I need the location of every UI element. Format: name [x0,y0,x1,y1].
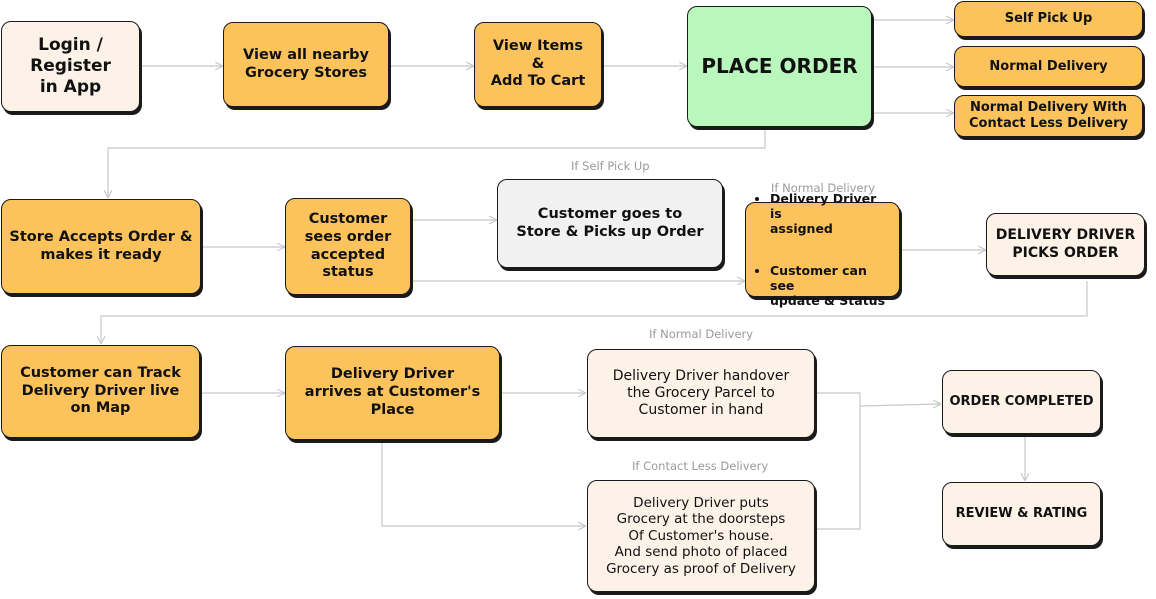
login-register-node: Login / Register in App [1,21,140,112]
place-order-node: PLACE ORDER [687,6,872,127]
driver-picks-node: DELIVERY DRIVER PICKS ORDER [986,213,1145,276]
view-stores-node: View all nearby Grocery Stores [223,22,389,107]
customer-sees-node: Customer sees order accepted status [285,198,411,295]
view-items-node: View Items & Add To Cart [474,22,602,107]
handover-node: Delivery Driver handover the Grocery Par… [587,349,815,438]
store-accepts-node: Store Accepts Order & makes it ready [1,199,201,294]
bullet-customer-sees-update: Customer can see update & Status [770,263,891,308]
arrow-driver-picks-to-track [101,281,1088,343]
customer-goes-node: Customer goes to Store & Picks up Order [497,179,723,268]
arrow-arrives-to-doorstep [381,441,585,526]
normal-contactless-node: Normal Delivery With Contact Less Delive… [954,95,1143,137]
arrow-merge-to-completed [859,404,940,406]
order-completed-node: ORDER COMPLETED [942,370,1101,434]
label-if-normal-delivery-row3: If Normal Delivery [649,327,754,341]
review-rating-node: REVIEW & RATING [942,482,1101,546]
normal-delivery-node: Normal Delivery [954,46,1143,87]
bullet-driver-assigned: Delivery Driver is assigned [770,191,891,236]
self-pickup-node: Self Pick Up [954,1,1143,37]
track-driver-node: Customer can Track Delivery Driver live … [1,345,200,438]
label-if-normal-delivery-row2: If Normal Delivery [771,181,876,195]
doorstep-node: Delivery Driver puts Grocery at the door… [587,480,815,592]
label-if-contactless: If Contact Less Delivery [632,459,769,473]
line-handover-merge [816,392,861,530]
driver-arrives-node: Delivery Driver arrives at Customer's Pl… [285,346,500,440]
driver-assigned-node: Delivery Driver is assigned Customer can… [745,191,900,308]
arrow-place-order-to-store [108,128,766,197]
label-if-self-pickup: If Self Pick Up [571,159,650,173]
